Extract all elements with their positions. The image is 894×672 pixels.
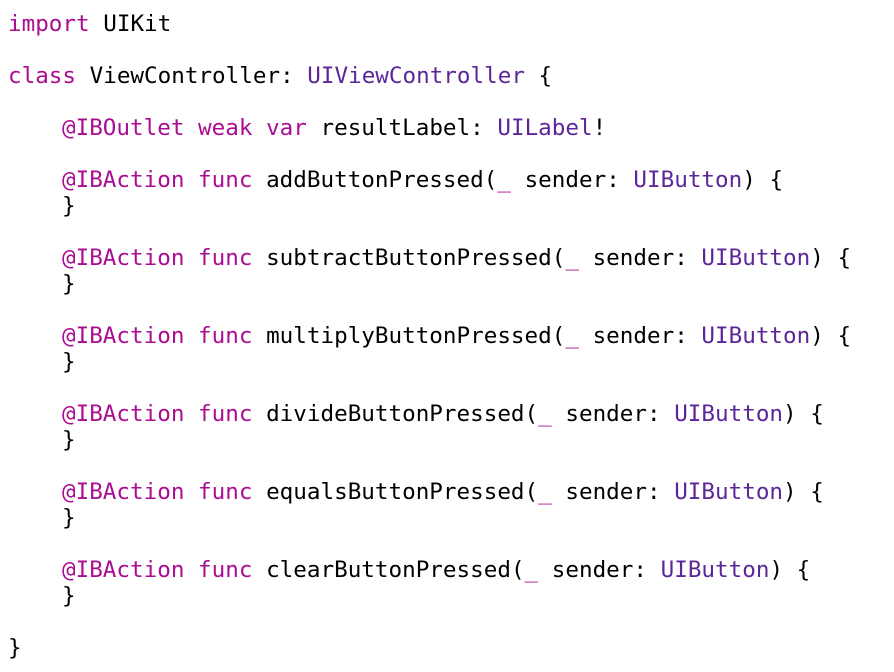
colon: :: [633, 557, 647, 583]
param-name: sender: [592, 323, 675, 349]
close-paren: ): [810, 323, 824, 349]
code-line-class-close: }: [8, 635, 22, 661]
colon: :: [646, 479, 661, 505]
function-name: multiplyButtonPressed: [266, 323, 552, 349]
function-open-brace: {: [769, 167, 784, 193]
attribute-ibaction: @IBAction: [62, 401, 185, 427]
function-close-brace: }: [62, 583, 76, 609]
superclass-name: UIViewController: [307, 63, 525, 89]
function-open-brace: {: [810, 401, 824, 427]
close-paren: ): [769, 557, 784, 583]
function-close-brace: }: [62, 505, 76, 531]
close-paren: ): [810, 245, 824, 271]
keyword-func: func: [198, 323, 253, 349]
param-name: sender: [592, 245, 675, 271]
function-open-brace: {: [837, 245, 852, 271]
class-close-brace: }: [8, 635, 22, 661]
attribute-ibaction: @IBAction: [62, 479, 185, 505]
attribute-iboutlet: @IBOutlet: [62, 115, 185, 141]
underscore-label: _: [524, 557, 539, 583]
code-line-function-close: }: [8, 427, 76, 453]
code-line-action-signature: @IBAction func equalsButtonPressed(_ sen…: [62, 479, 824, 505]
colon: :: [674, 323, 688, 349]
keyword-func: func: [198, 245, 253, 271]
param-type: UIButton: [701, 323, 811, 349]
param-type: UIButton: [674, 479, 784, 505]
param-type: UIButton: [674, 401, 784, 427]
code-line-function-close: }: [8, 271, 76, 297]
class-name: ViewController: [89, 63, 281, 89]
class-open-brace: {: [538, 63, 553, 89]
keyword-func: func: [198, 401, 253, 427]
code-line-action-signature: @IBAction func subtractButtonPressed(_ s…: [62, 245, 852, 271]
implicit-unwrap-mark: !: [592, 115, 607, 141]
function-open-brace: {: [796, 557, 811, 583]
function-name: subtractButtonPressed: [266, 245, 552, 271]
function-name: addButtonPressed: [266, 167, 484, 193]
module-name: UIKit: [103, 11, 172, 37]
param-type: UIButton: [701, 245, 811, 271]
keyword-func: func: [198, 557, 253, 583]
function-close-brace: }: [62, 349, 76, 375]
keyword-import: import: [8, 11, 90, 37]
attribute-ibaction: @IBAction: [62, 167, 185, 193]
colon: :: [606, 167, 620, 193]
code-line-outlet: @IBOutlet weak var resultLabel: UILabel!: [8, 115, 606, 141]
underscore-label: _: [538, 401, 552, 427]
code-line-import: import UIKit: [8, 11, 171, 37]
code-line-function-close: }: [8, 349, 76, 375]
close-paren: ): [742, 167, 756, 193]
param-type: UIButton: [633, 167, 743, 193]
param-name: sender: [565, 479, 647, 505]
code-line-action-signature: @IBAction func clearButtonPressed(_ send…: [62, 557, 811, 583]
attribute-ibaction: @IBAction: [62, 323, 185, 349]
keyword-func: func: [198, 479, 253, 505]
keyword-func: func: [198, 167, 253, 193]
close-paren: ): [783, 479, 797, 505]
attribute-ibaction: @IBAction: [62, 557, 185, 583]
colon: :: [646, 401, 661, 427]
code-line-function-close: }: [8, 505, 76, 531]
function-open-brace: {: [837, 323, 852, 349]
function-name: equalsButtonPressed: [266, 479, 525, 505]
colon: :: [280, 63, 294, 89]
colon: :: [674, 245, 688, 271]
code-line-class: class ViewController: UIViewController {: [8, 63, 552, 89]
code-line-action-signature: @IBAction func divideButtonPressed(_ sen…: [62, 401, 824, 427]
underscore-label: _: [565, 245, 579, 271]
code-editor[interactable]: import UIKit class ViewController: UIVie…: [8, 0, 888, 672]
keyword-class: class: [8, 63, 77, 89]
underscore-label: _: [538, 479, 552, 505]
code-line-action-signature: @IBAction func multiplyButtonPressed(_ s…: [62, 323, 852, 349]
function-close-brace: }: [62, 427, 76, 453]
close-paren: ): [783, 401, 797, 427]
underscore-label: _: [565, 323, 579, 349]
function-close-brace: }: [62, 193, 76, 219]
code-line-function-close: }: [8, 193, 76, 219]
function-name: clearButtonPressed: [266, 557, 511, 583]
function-close-brace: }: [62, 271, 76, 297]
outlet-type: UILabel: [497, 115, 593, 141]
colon: :: [470, 115, 484, 141]
function-name: divideButtonPressed: [266, 401, 525, 427]
code-line-function-close: }: [8, 583, 76, 609]
outlet-name: resultLabel: [320, 115, 471, 141]
param-name: sender: [565, 401, 647, 427]
keyword-weak: weak: [198, 115, 253, 141]
underscore-label: _: [497, 167, 511, 193]
param-name: sender: [524, 167, 607, 193]
param-type: UIButton: [660, 557, 770, 583]
param-name: sender: [551, 557, 634, 583]
keyword-var: var: [266, 115, 307, 141]
attribute-ibaction: @IBAction: [62, 245, 185, 271]
function-open-brace: {: [810, 479, 824, 505]
code-line-action-signature: @IBAction func addButtonPressed(_ sender…: [62, 167, 784, 193]
